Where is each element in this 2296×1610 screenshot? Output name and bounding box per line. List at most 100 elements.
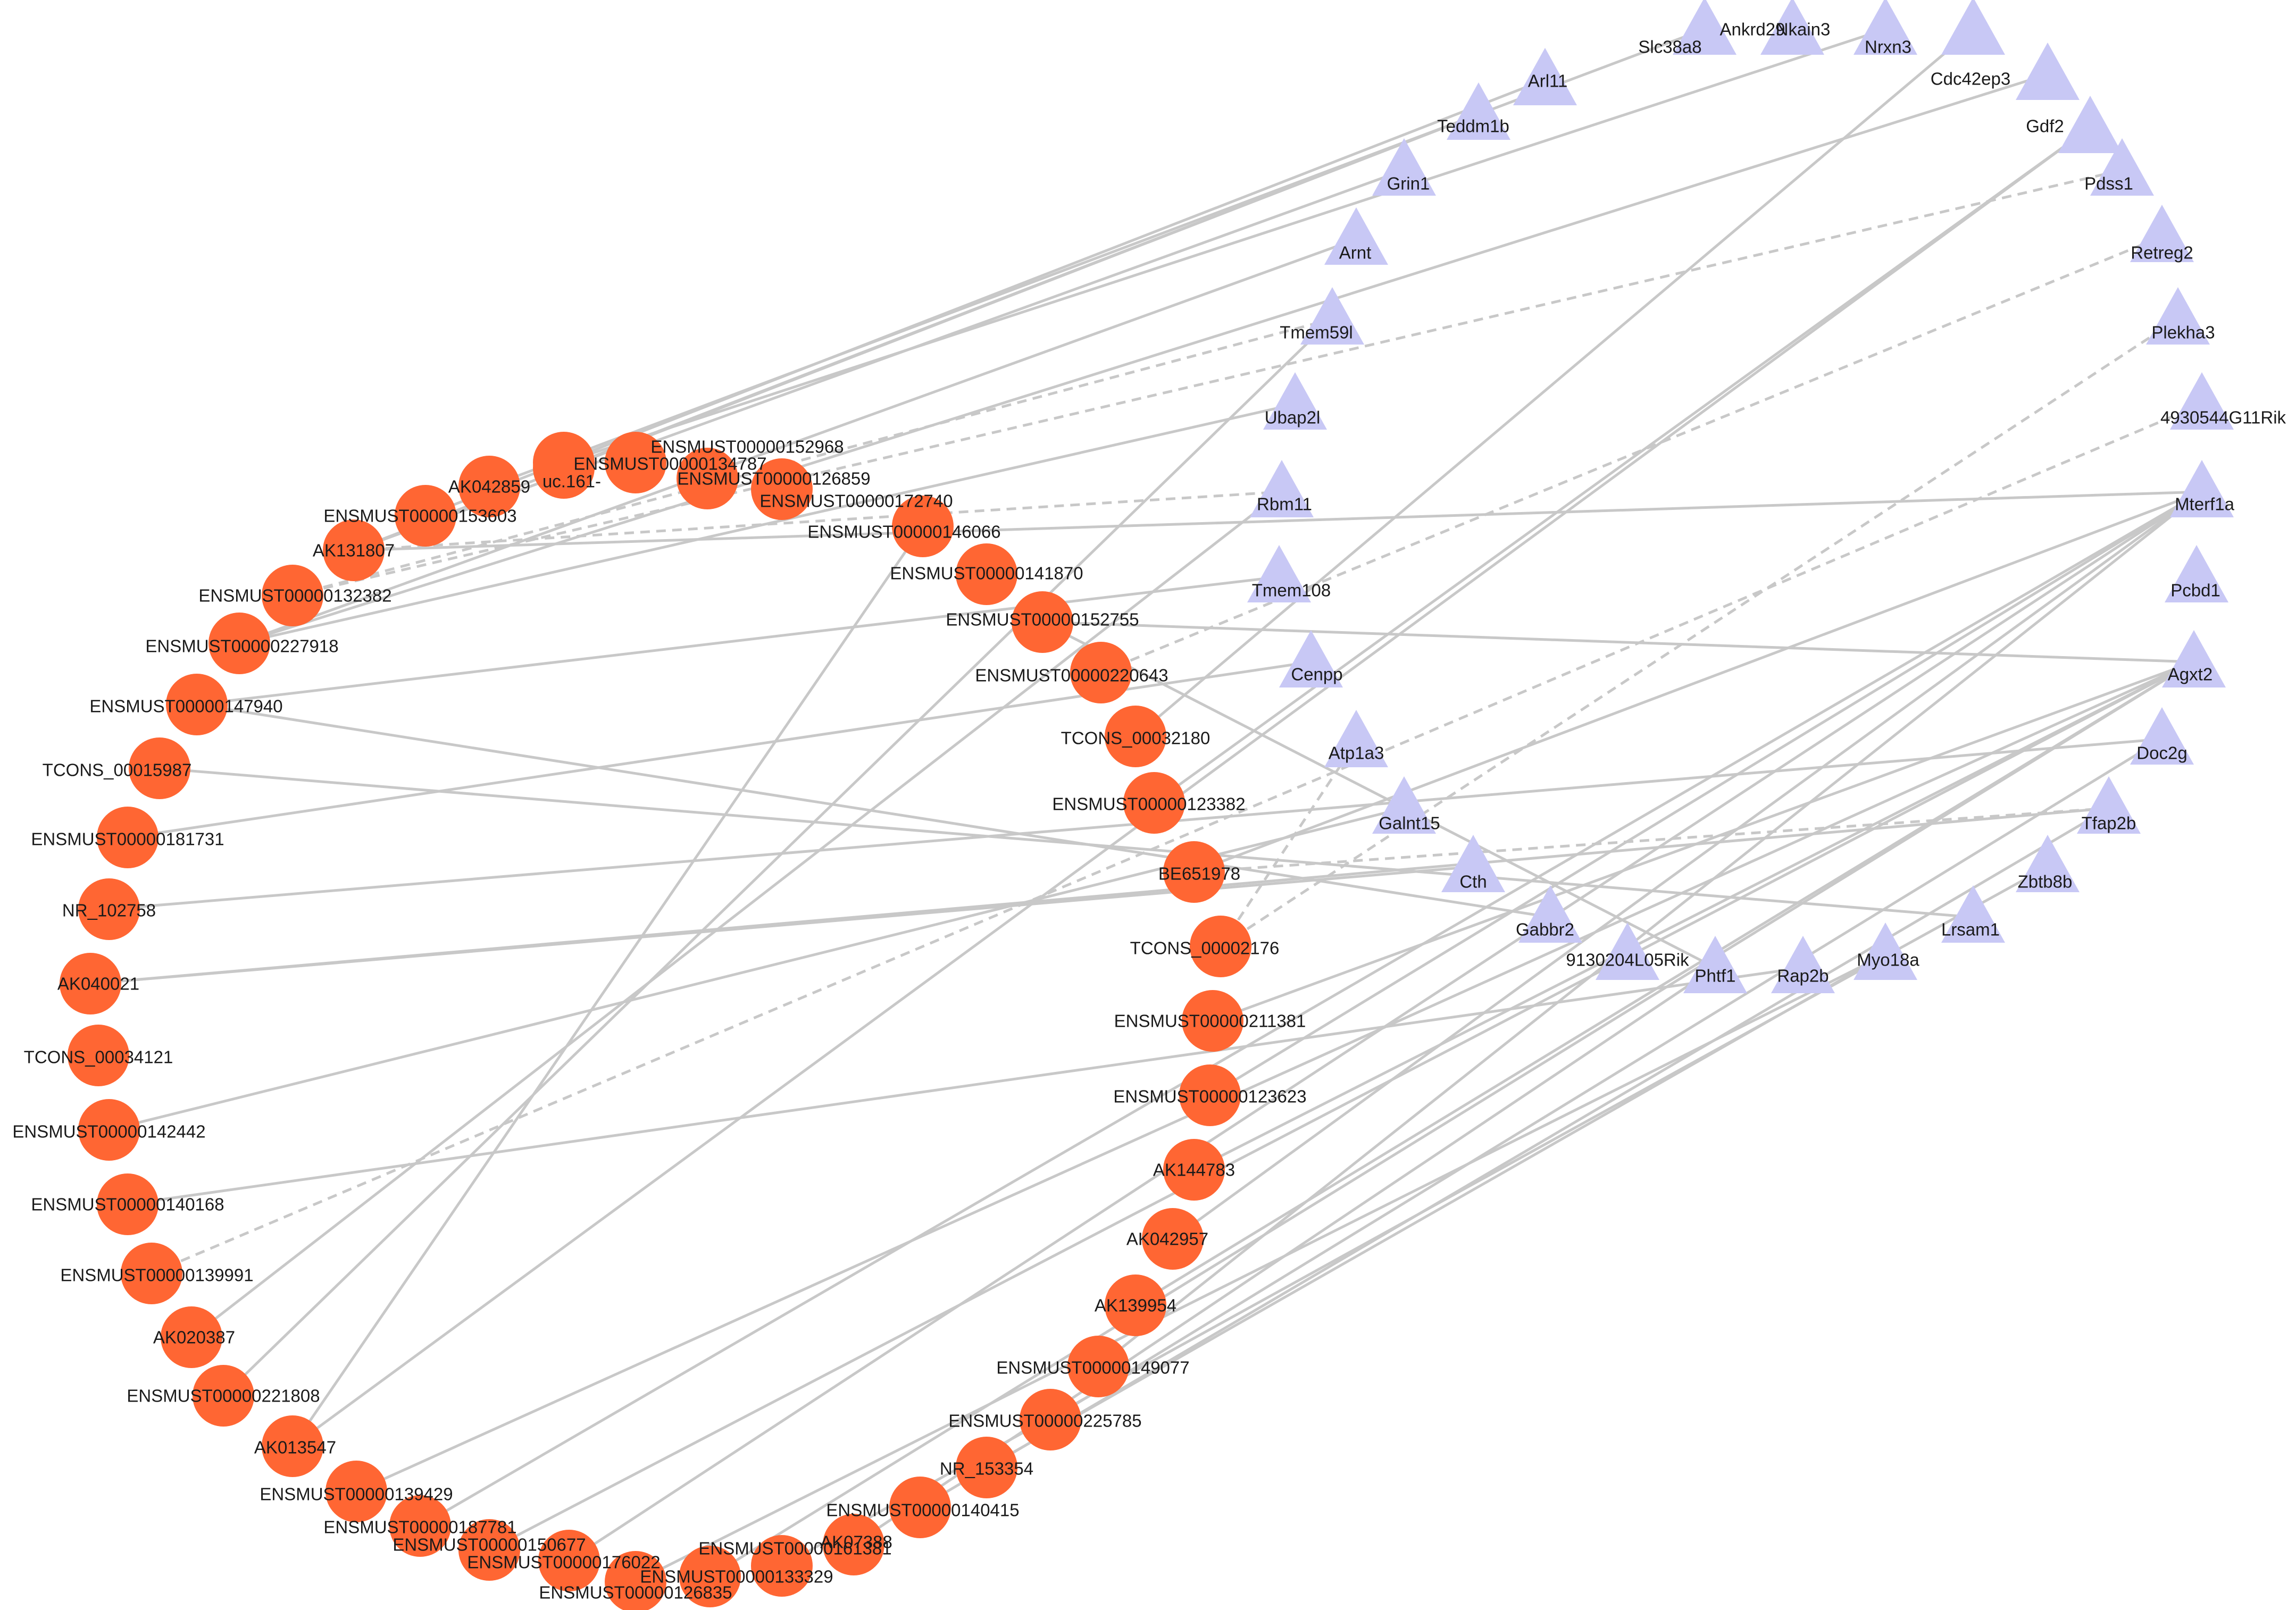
lncrna-node-ensmust00000220643[interactable]	[1070, 642, 1132, 703]
mrna-node-atp1a3[interactable]	[1324, 710, 1388, 767]
node-label-cenpp: Cenpp	[1291, 665, 1342, 684]
mrna-node-myo18a[interactable]	[1854, 923, 1917, 980]
lncrna-node-ensmust00000225785[interactable]	[1020, 1389, 1081, 1450]
mrna-node-doc2g[interactable]	[2130, 707, 2194, 765]
lncrna-node-ensmust00000153603[interactable]	[395, 485, 456, 547]
lncrna-node-tcons-00034121[interactable]	[68, 1025, 129, 1086]
mrna-node-phtf1[interactable]	[1683, 936, 1747, 993]
edge-ensmust00000126835-myo18a	[634, 953, 1886, 1583]
lncrna-node-ensmust00000150677[interactable]	[458, 1519, 520, 1581]
mrna-node-gdf2[interactable]	[2058, 96, 2122, 153]
mrna-node-teddm1b[interactable]	[1447, 82, 1510, 140]
lncrna-node-ensmust00000141870[interactable]	[956, 543, 1017, 605]
mrna-node-ubap2l[interactable]	[1263, 372, 1327, 430]
edge-ensmust00000123382-gdf2	[1153, 126, 2091, 804]
edge-ensmust00000227918-ubap2l	[239, 402, 1296, 645]
lncrna-node-tcons-00015987[interactable]	[129, 737, 190, 799]
lncrna-node-ensmust00000211381[interactable]	[1182, 990, 1243, 1052]
lncrna-node-ensmust00000146066[interactable]	[892, 496, 954, 557]
mrna-node-9130204l05rik[interactable]	[1596, 923, 1659, 980]
mrna-node-cdc42ep3[interactable]	[2016, 43, 2080, 100]
lncrna-node-ensmust00000133329[interactable]	[679, 1546, 741, 1607]
lncrna-node-ensmust00000140415[interactable]	[889, 1477, 951, 1538]
mrna-node-retreg2[interactable]	[2130, 205, 2194, 262]
mrna-node-tmem108[interactable]	[1247, 545, 1311, 602]
node-label-nrxn3: Nrxn3	[1865, 37, 1911, 57]
node-label-ensmust00000176022: ENSMUST00000176022	[467, 1553, 660, 1572]
lncrna-node-ensmust00000176022[interactable]	[538, 1530, 600, 1591]
lncrna-node-ensmust00000126859[interactable]	[677, 448, 738, 509]
lncrna-node-ensmust00000132382[interactable]	[262, 565, 323, 626]
mrna-node-gabbr2[interactable]	[1518, 885, 1582, 943]
edge-ensmust00000140415-tfap2b	[919, 807, 2110, 1509]
mrna-node-rap2b[interactable]	[1771, 936, 1835, 993]
mrna-node-tmem59l[interactable]	[1300, 287, 1364, 345]
node-label-slc38a8: Slc38a8	[1638, 37, 1701, 57]
edge-ensmust00000227918-cdc42ep3	[239, 73, 2048, 645]
lncrna-node-ak131807[interactable]	[323, 519, 385, 581]
lncrna-node-ensmust00000149077[interactable]	[1067, 1336, 1129, 1397]
mrna-node-ankrd29[interactable]	[1760, 0, 1824, 55]
lncrna-node-nr-102758[interactable]	[78, 878, 140, 940]
node-label-ensmust00000211381: ENSMUST00000211381	[1114, 1011, 1306, 1031]
lncrna-node-uc-161-[interactable]	[533, 437, 595, 499]
lncrna-node-ak144783[interactable]	[1163, 1139, 1225, 1201]
edge-ensmust00000133329-agxt2	[709, 660, 2195, 1578]
lncrna-node-ensmust00000139991[interactable]	[121, 1243, 182, 1304]
lncrna-node-tcons-00032180[interactable]	[1105, 706, 1166, 767]
lncrna-node-ensmust00000147940[interactable]	[166, 674, 228, 735]
lncrna-node-ensmust00000187781[interactable]	[389, 1495, 451, 1557]
node-label-ensmust00000134787: ENSMUST00000134787	[573, 454, 766, 474]
lncrna-node-ensmust00000142442[interactable]	[78, 1099, 140, 1161]
lncrna-node-ak040021[interactable]	[60, 953, 121, 1014]
mrna-node-agxt2[interactable]	[2162, 630, 2226, 687]
lncrna-node-ak042859[interactable]	[458, 456, 520, 517]
lncrna-node-ensmust00000161381[interactable]	[751, 1535, 813, 1597]
mrna-node-4930544g11rik[interactable]	[2170, 372, 2234, 430]
node-label-tcons-00015987: TCONS_00015987	[43, 760, 192, 780]
mrna-node-plekha3[interactable]	[2146, 287, 2210, 345]
mrna-node-pdss1[interactable]	[2090, 138, 2154, 196]
mrna-node-nrxn3[interactable]	[1941, 0, 2005, 55]
mrna-node-tfap2b[interactable]	[2077, 776, 2141, 834]
mrna-node-arnt[interactable]	[1324, 207, 1388, 265]
lncrna-node-ensmust00000152755[interactable]	[1012, 591, 1073, 653]
mrna-node-arl11[interactable]	[1513, 48, 1577, 105]
lncrna-node-ak013547[interactable]	[262, 1415, 323, 1477]
lncrna-node-ensmust00000172740[interactable]	[751, 458, 813, 520]
edge-ak144783-agxt2	[1193, 660, 2195, 1171]
lncrna-node-tcons-00002176[interactable]	[1190, 916, 1251, 977]
lncrna-node-ensmust00000123382[interactable]	[1123, 772, 1185, 834]
node-label-nkain3: Nkain3	[1776, 20, 1831, 39]
lncrna-node-ak042957[interactable]	[1142, 1208, 1204, 1270]
edge-ensmust00000147940-gabbr2	[196, 703, 1551, 919]
mrna-node-nkain3[interactable]	[1854, 0, 1917, 55]
node-label-4930544g11rik: 4930544G11Rik	[2160, 408, 2286, 427]
mrna-node-galnt15[interactable]	[1372, 776, 1436, 834]
mrna-node-rbm11[interactable]	[1250, 460, 1314, 517]
lncrna-node-ensmust00000152968[interactable]	[605, 432, 666, 493]
node-label-ensmust00000153603: ENSMUST00000153603	[323, 506, 516, 526]
mrna-node-mterf1a[interactable]	[2170, 460, 2234, 517]
lncrna-node-ensmust00000181731[interactable]	[97, 807, 158, 868]
mrna-node-cth[interactable]	[1441, 835, 1505, 892]
lncrna-node-ak020387[interactable]	[161, 1306, 222, 1368]
node-label-ak131807: AK131807	[313, 541, 395, 560]
lncrna-node-ensmust00000126835[interactable]	[605, 1551, 666, 1610]
lncrna-node-ensmust00000227918[interactable]	[208, 613, 270, 674]
lncrna-node-ensmust00000221808[interactable]	[193, 1365, 254, 1427]
edge-ensmust00000139429-agxt2	[355, 660, 2195, 1493]
lncrna-node-nr-153354[interactable]	[956, 1437, 1017, 1498]
mrna-node-pcbd1[interactable]	[2165, 545, 2228, 602]
lncrna-node-ak07388[interactable]	[823, 1514, 884, 1575]
mrna-node-slc38a8[interactable]	[1673, 0, 1736, 55]
lncrna-node-ak139954[interactable]	[1105, 1274, 1166, 1336]
mrna-node-grin1[interactable]	[1372, 138, 1436, 196]
mrna-node-zbtb8b[interactable]	[2016, 835, 2080, 892]
lncrna-node-be651978[interactable]	[1163, 841, 1225, 903]
mrna-node-lrsam1[interactable]	[1941, 885, 2005, 943]
lncrna-node-ensmust00000123623[interactable]	[1179, 1064, 1241, 1126]
mrna-node-cenpp[interactable]	[1279, 630, 1343, 687]
lncrna-node-ensmust00000140168[interactable]	[97, 1173, 158, 1235]
lncrna-node-ensmust00000139429[interactable]	[325, 1461, 387, 1522]
